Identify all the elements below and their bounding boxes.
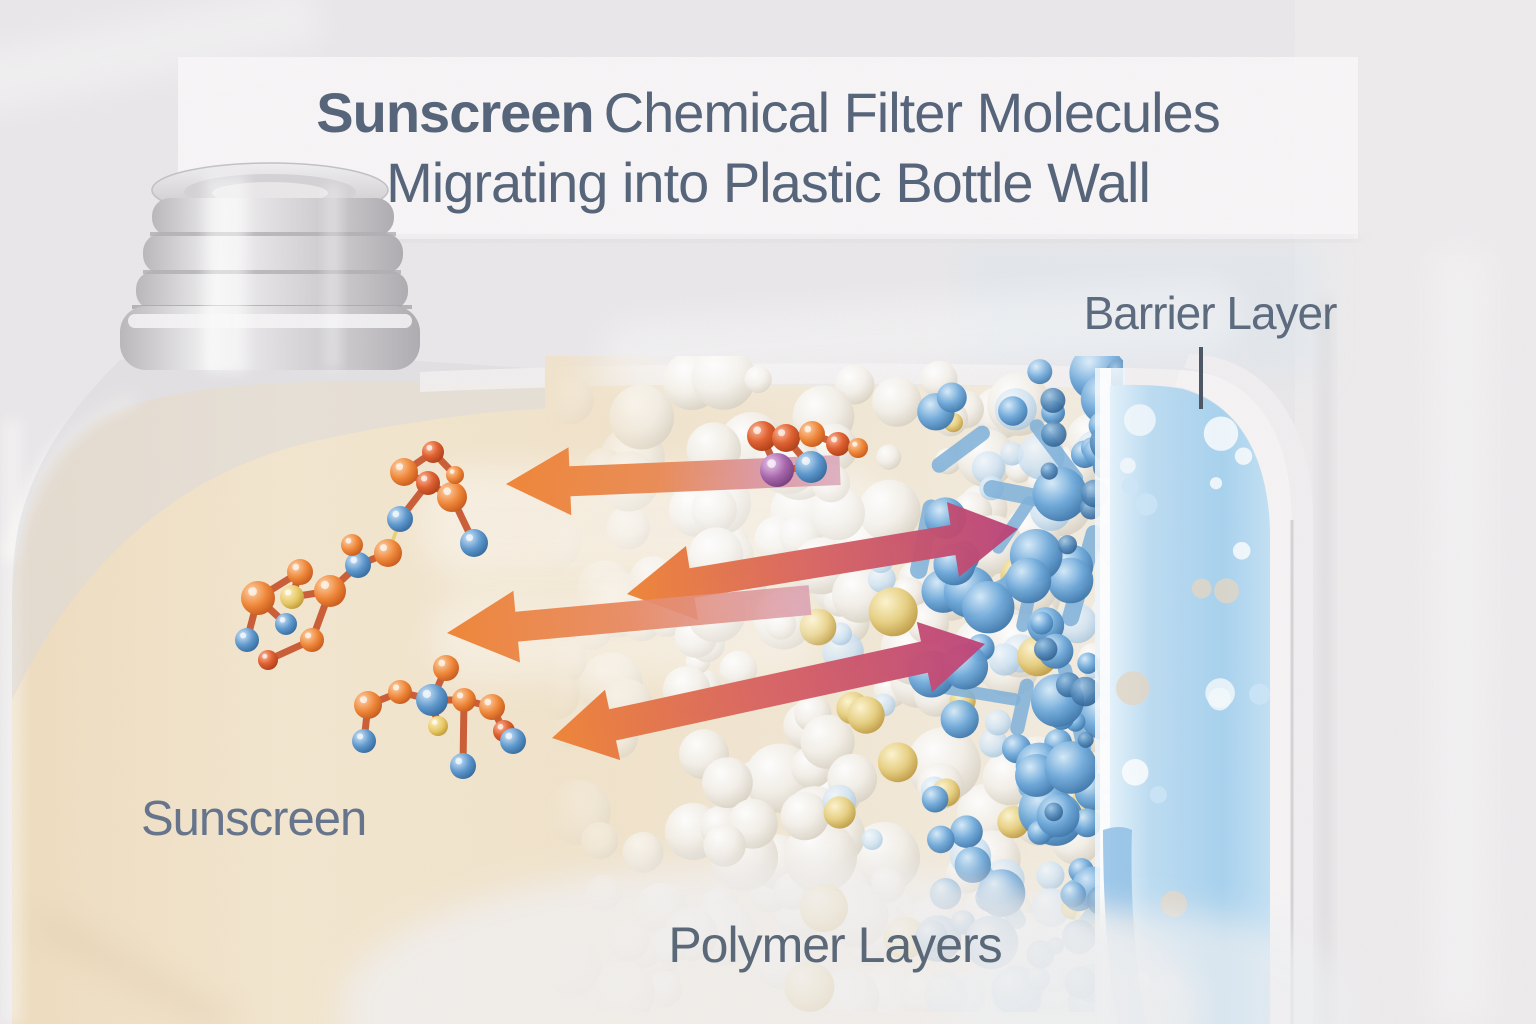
grain-texture	[0, 0, 1536, 1024]
diagram-artwork	[0, 0, 1536, 1024]
